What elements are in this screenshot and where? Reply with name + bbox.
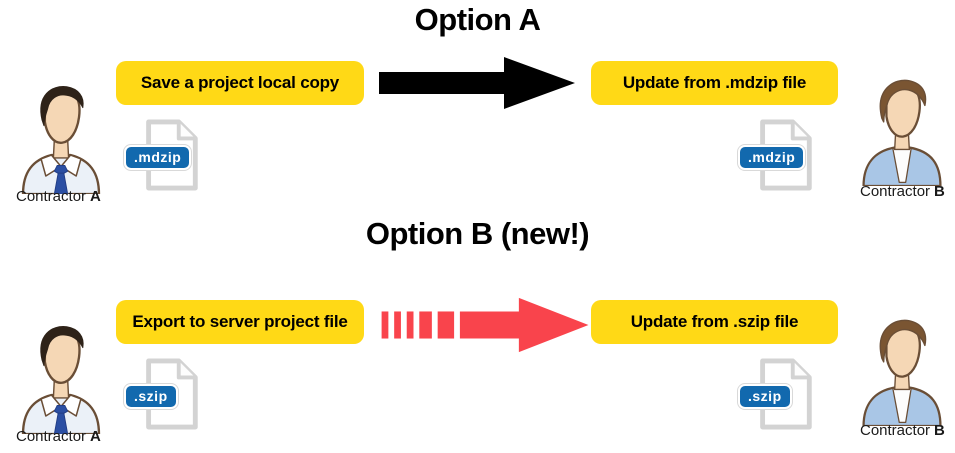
contractor-b-avatar <box>854 78 950 191</box>
mdzip-file-right: .mdzip <box>738 119 820 191</box>
red-dashed-arrow-icon <box>378 296 594 359</box>
mdzip-file-left: .mdzip <box>124 119 206 191</box>
option-a-title: Option A <box>414 2 541 37</box>
mdzip-badge: .mdzip <box>738 145 806 170</box>
save-local-copy-box: Save a project local copy <box>116 61 364 105</box>
contractor-a-avatar <box>12 82 110 199</box>
szip-badge: .szip <box>738 384 792 409</box>
option-b-title: Option B (new!) <box>365 216 590 251</box>
man-with-jacket-icon <box>862 79 942 188</box>
man-with-tie-icon <box>21 326 101 436</box>
szip-badge: .szip <box>124 384 178 409</box>
update-mdzip-box: Update from .mdzip file <box>591 61 838 105</box>
szip-file-right: .szip <box>738 358 820 430</box>
black-arrow-icon <box>379 56 576 115</box>
mdzip-badge: .mdzip <box>124 145 192 170</box>
contractor-b-avatar <box>854 318 950 431</box>
man-with-jacket-icon <box>862 319 942 428</box>
contractor-a-avatar <box>12 322 110 439</box>
man-with-tie-icon <box>21 86 101 196</box>
szip-file-left: .szip <box>124 358 206 430</box>
update-szip-box: Update from .szip file <box>591 300 838 344</box>
export-server-file-box: Export to server project file <box>116 300 364 344</box>
